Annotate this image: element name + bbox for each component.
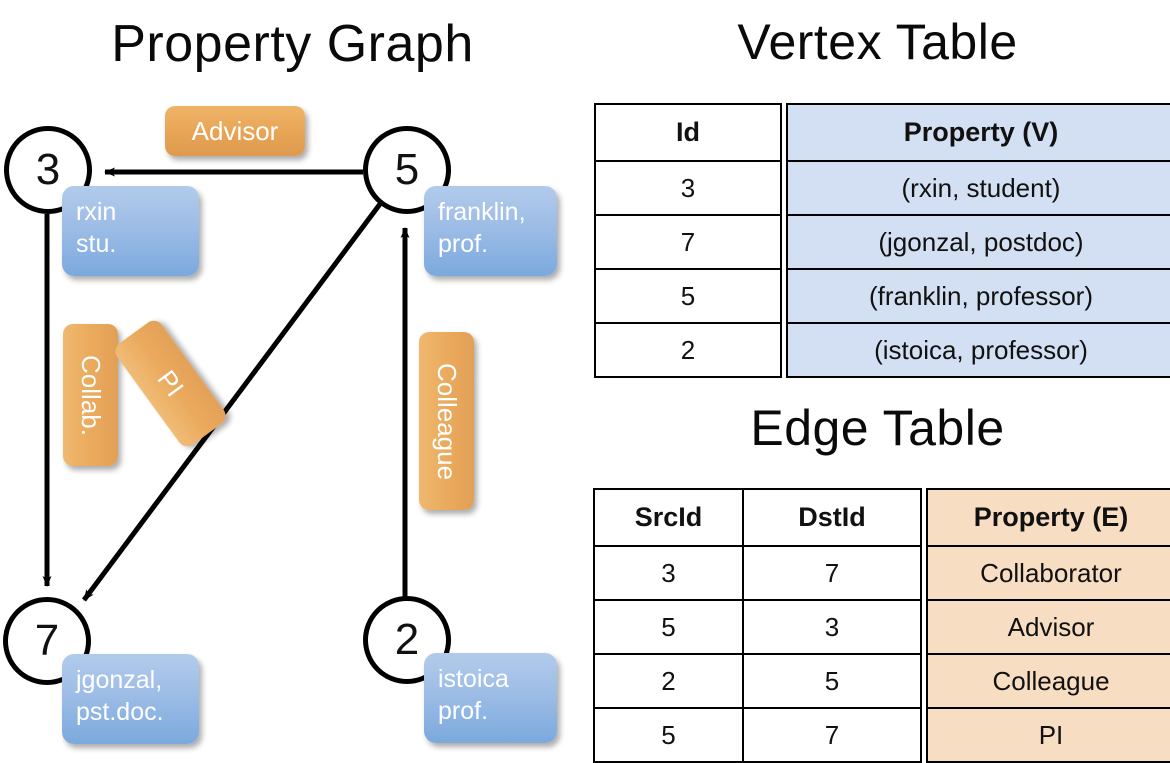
vertex-table: Id Property (V) 3 (rxin, student) 7 (jgo… bbox=[594, 103, 1170, 378]
node-property-line-1: istoica bbox=[438, 665, 509, 693]
edge-cell-srcid: 2 bbox=[593, 653, 744, 709]
vertex-cell-id: 3 bbox=[594, 160, 782, 216]
edge-cell-dstid: 7 bbox=[742, 545, 922, 601]
graph-node-3-label: 3 bbox=[35, 145, 61, 194]
column-gap bbox=[921, 654, 927, 708]
edge-cell-property: PI bbox=[926, 707, 1170, 763]
node-property-box-jgonzal: jgonzal, pst.doc. bbox=[62, 654, 199, 744]
table-row[interactable]: 3 (rxin, student) bbox=[594, 160, 1170, 216]
table-row[interactable]: 7 (jgonzal, postdoc) bbox=[594, 214, 1170, 270]
node-property-box-istoica: istoica prof. bbox=[424, 653, 557, 743]
edge-header-srcid: SrcId bbox=[593, 488, 744, 547]
edge-cell-srcid: 5 bbox=[593, 707, 744, 763]
vertex-cell-id: 5 bbox=[594, 268, 782, 324]
edge-label-box-colleague: Colleague bbox=[419, 332, 474, 510]
column-gap bbox=[921, 546, 927, 600]
edge-cell-property: Advisor bbox=[926, 599, 1170, 655]
vertex-cell-property: (istoica, professor) bbox=[786, 322, 1170, 378]
node-property-line-2: pst.doc. bbox=[76, 698, 164, 726]
node-property-line-1: franklin, bbox=[438, 198, 526, 226]
graph-edges-layer bbox=[42, 167, 410, 602]
edge-label-box-collab: Collab. bbox=[63, 324, 118, 466]
column-gap bbox=[781, 104, 787, 161]
node-property-line-2: prof. bbox=[438, 697, 489, 725]
vertex-cell-property: (jgonzal, postdoc) bbox=[786, 214, 1170, 270]
column-gap bbox=[781, 269, 787, 323]
table-header-row: SrcId DstId Property (E) bbox=[593, 488, 1170, 547]
table-row[interactable]: 3 7 Collaborator bbox=[593, 545, 1170, 601]
page-title-property-graph: Property Graph bbox=[111, 15, 474, 73]
table-row[interactable]: 5 7 PI bbox=[593, 707, 1170, 763]
graph-node-5-label: 5 bbox=[394, 145, 420, 194]
column-gap bbox=[781, 323, 787, 377]
page-title-edge-table: Edge Table bbox=[750, 400, 1005, 456]
edge-cell-property: Colleague bbox=[926, 653, 1170, 709]
table-row[interactable]: 5 (franklin, professor) bbox=[594, 268, 1170, 324]
table-row[interactable]: 2 (istoica, professor) bbox=[594, 322, 1170, 378]
edge-cell-property: Collaborator bbox=[926, 545, 1170, 601]
edge-cell-dstid: 3 bbox=[742, 599, 922, 655]
edge-label-text-advisor: Advisor bbox=[191, 115, 279, 146]
node-property-line-1: rxin bbox=[76, 198, 117, 226]
vertex-header-id: Id bbox=[594, 103, 782, 162]
graph-node-5[interactable]: 5 bbox=[363, 126, 451, 214]
graph-node-2-label: 2 bbox=[394, 615, 420, 664]
edge-table: SrcId DstId Property (E) 3 7 Collaborato… bbox=[593, 488, 1170, 763]
edge-cell-dstid: 7 bbox=[742, 707, 922, 763]
table-row[interactable]: 2 5 Colleague bbox=[593, 653, 1170, 709]
column-gap bbox=[921, 600, 927, 654]
edge-label-text-colleague: Colleague bbox=[432, 362, 462, 480]
node-property-line-2: stu. bbox=[76, 230, 117, 258]
edge-cell-srcid: 3 bbox=[593, 545, 744, 601]
edge-header-property: Property (E) bbox=[926, 488, 1170, 547]
vertex-cell-id: 7 bbox=[594, 214, 782, 270]
table-row[interactable]: 5 3 Advisor bbox=[593, 599, 1170, 655]
node-property-box-franklin: franklin, prof. bbox=[424, 186, 557, 276]
edge-label-text-pi: PI bbox=[151, 364, 191, 402]
vertex-header-property: Property (V) bbox=[786, 103, 1170, 162]
column-gap bbox=[781, 161, 787, 215]
edge-label-box-advisor: Advisor bbox=[165, 106, 305, 156]
edge-label-text-collab: Collab. bbox=[76, 354, 106, 436]
graph-node-2[interactable]: 2 bbox=[363, 596, 451, 684]
edge-header-dstid: DstId bbox=[742, 488, 922, 547]
column-gap bbox=[921, 708, 927, 762]
edge-line-pi bbox=[81, 202, 383, 602]
node-property-line-1: jgonzal, bbox=[76, 666, 163, 694]
edge-cell-dstid: 5 bbox=[742, 653, 922, 709]
column-gap bbox=[781, 215, 787, 269]
vertex-cell-property: (rxin, student) bbox=[786, 160, 1170, 216]
edge-cell-srcid: 5 bbox=[593, 599, 744, 655]
node-property-box-rxin: rxin stu. bbox=[62, 186, 199, 276]
node-property-line-2: prof. bbox=[438, 230, 489, 258]
column-gap bbox=[921, 489, 927, 546]
table-header-row: Id Property (V) bbox=[594, 103, 1170, 162]
graph-node-7-label: 7 bbox=[34, 616, 60, 665]
vertex-cell-property: (franklin, professor) bbox=[786, 268, 1170, 324]
vertex-cell-id: 2 bbox=[594, 322, 782, 378]
page-title-vertex-table: Vertex Table bbox=[737, 14, 1018, 70]
property-graph-panel: 3 5 7 2 rxin stu. franklin, prof. jgonza… bbox=[0, 0, 585, 760]
